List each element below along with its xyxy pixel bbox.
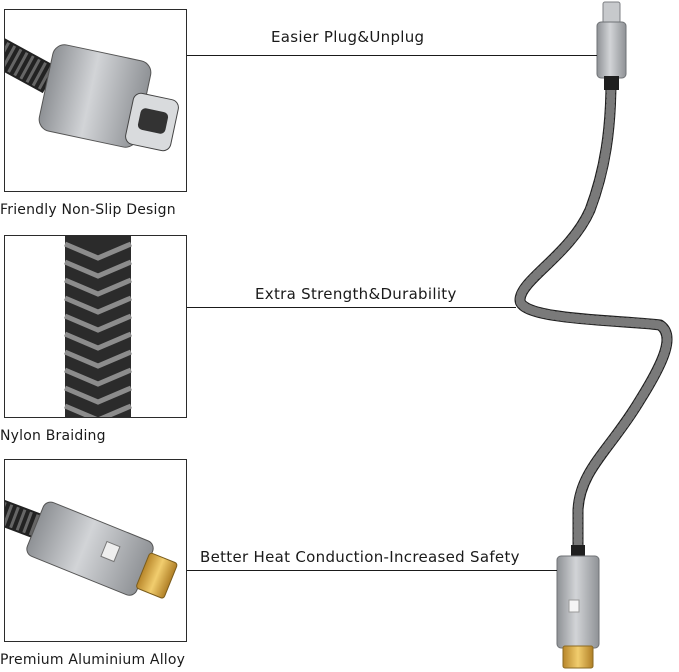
panel-3-caption: Premium Aluminium Alloy bbox=[0, 652, 186, 668]
bottom-leader-line bbox=[186, 570, 557, 571]
feature-easier-plug: Easier Plug&Unplug bbox=[271, 28, 425, 46]
braid-texture-image bbox=[64, 236, 132, 417]
feature-heat-conduction: Better Heat Conduction-Increased Safety bbox=[200, 548, 520, 566]
panel-nylon-braiding bbox=[4, 235, 187, 418]
feature-extra-strength: Extra Strength&Durability bbox=[255, 285, 457, 303]
usb-c-connector bbox=[596, 1, 627, 90]
top-leader-line bbox=[186, 55, 597, 56]
panel-1-caption: Friendly Non-Slip Design bbox=[0, 202, 176, 218]
panel-hdmi-closeup bbox=[4, 459, 187, 642]
hdmi-connector bbox=[556, 545, 600, 669]
middle-leader-line bbox=[186, 307, 516, 308]
panel-2-caption: Nylon Braiding bbox=[0, 428, 106, 444]
panel-usb-c-closeup bbox=[4, 9, 187, 192]
usb-c-closeup-image bbox=[5, 38, 179, 152]
hdmi-closeup-image bbox=[5, 499, 178, 599]
